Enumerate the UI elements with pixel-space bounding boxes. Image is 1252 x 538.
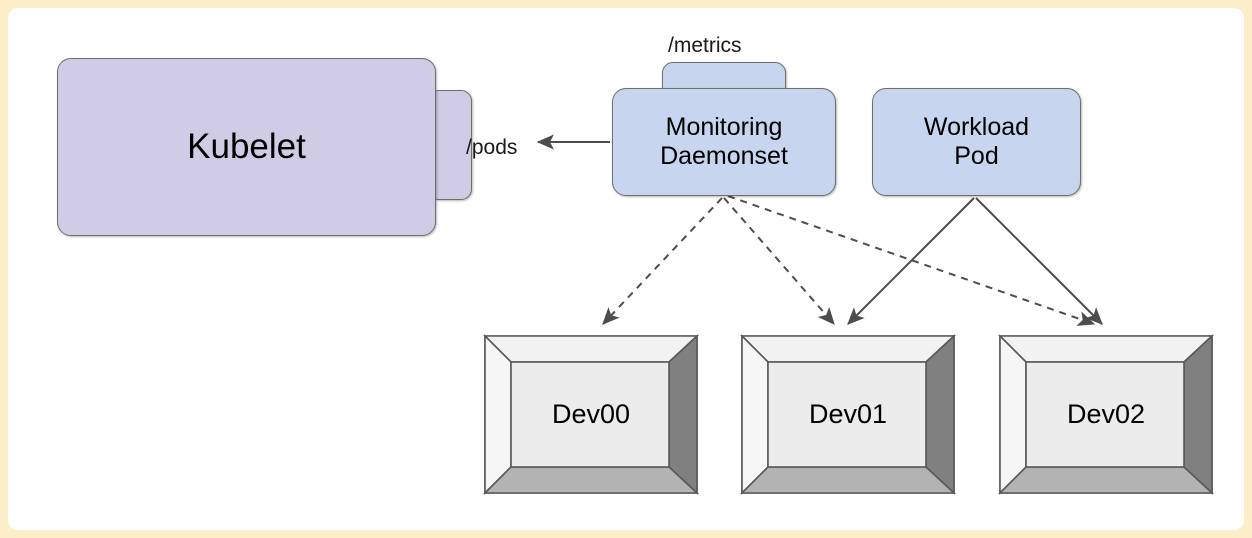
node-kubelet-label: Kubelet [187, 127, 306, 167]
metrics-port-label: /metrics [668, 34, 742, 57]
node-monitoring-daemonset[interactable]: Monitoring Daemonset [612, 88, 836, 196]
node-kubelet[interactable]: Kubelet [57, 58, 436, 236]
edge-workload-to-dev02 [975, 197, 1103, 325]
device-dev00-shape [483, 334, 700, 495]
node-workload-pod-label: Workload Pod [923, 112, 1030, 171]
edge-monitoring-to-dev00 [602, 197, 723, 325]
edge-workload-to-dev01 [847, 197, 975, 325]
device-dev01-shape [740, 334, 957, 495]
diagram-canvas: Kubelet /pods /metrics Monitoring Daemon… [8, 8, 1244, 530]
edge-monitoring-to-dev02 [727, 195, 1096, 326]
node-workload-pod[interactable]: Workload Pod [872, 88, 1081, 196]
device-dev00[interactable]: Dev00 [483, 334, 700, 495]
device-dev02[interactable]: Dev02 [998, 334, 1215, 495]
device-dev01[interactable]: Dev01 [740, 334, 957, 495]
device-dev02-shape [998, 334, 1215, 495]
edge-monitoring-to-dev01 [723, 197, 835, 325]
node-monitoring-daemonset-label: Monitoring Daemonset [660, 112, 788, 171]
pods-port-label: /pods [466, 136, 518, 159]
